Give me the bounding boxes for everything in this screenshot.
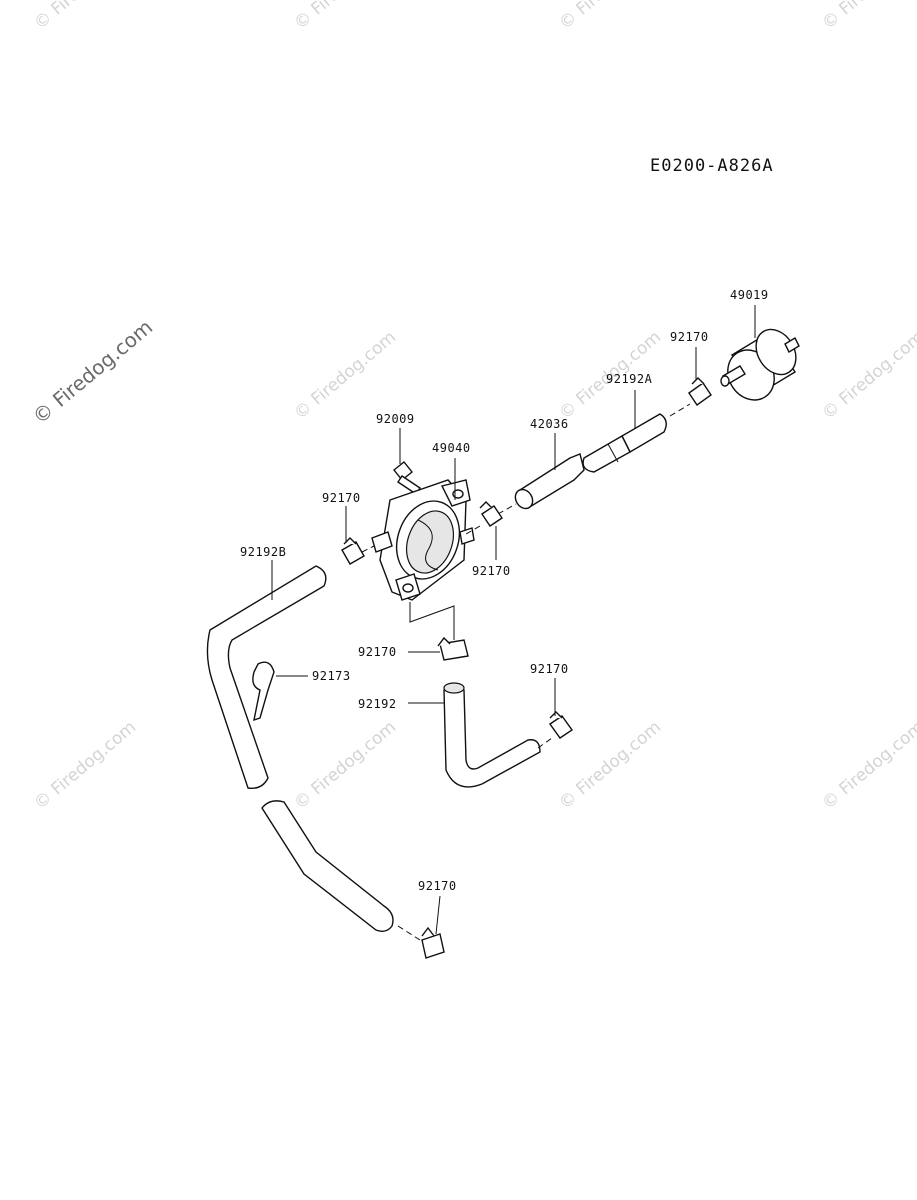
callout-92170-left: 92170 — [322, 491, 361, 505]
callout-92192: 92192 — [358, 697, 397, 711]
callout-49040: 49040 — [432, 441, 471, 455]
fuel-hose-92192 — [443, 682, 541, 788]
hose-clamp-l-hose — [549, 711, 573, 739]
callout-92170-right: 92170 — [472, 564, 511, 578]
hose-clamp-middle — [437, 636, 469, 661]
hose-clamp-pump-right — [479, 501, 503, 527]
svg-text:© Firedog.com: © Firedog.com — [555, 717, 665, 814]
callout-49019: 49019 — [730, 288, 769, 302]
callout-92192A: 92192A — [606, 372, 653, 386]
fuel-pipe-42036 — [514, 453, 585, 510]
callout-92009: 92009 — [376, 412, 415, 426]
svg-text:© Firedog.com: © Firedog.com — [818, 0, 917, 34]
hose-clamp-bottom — [421, 926, 445, 959]
svg-text:© Firedog.com: © Firedog.com — [30, 0, 140, 34]
svg-text:© Firedog.com: © Firedog.com — [290, 0, 400, 34]
svg-text:© Firedog.com: © Firedog.com — [818, 327, 917, 424]
hose-clamp-filter — [688, 377, 712, 406]
callout-92170-filter: 92170 — [670, 330, 709, 344]
callout-42036: 42036 — [530, 417, 569, 431]
callout-92173: 92173 — [312, 669, 351, 683]
callout-92192B: 92192B — [240, 545, 286, 559]
watermark-layer: © Firedog.com © Firedog.com © Firedog.co… — [28, 0, 917, 814]
firedog-watermark: © Firedog.com — [28, 315, 157, 429]
fuel-hose-92192A — [582, 413, 667, 473]
svg-text:© Firedog.com: © Firedog.com — [290, 717, 400, 814]
svg-text:© Firedog.com: © Firedog.com — [290, 327, 400, 424]
diagram-code: E0200-A826A — [650, 156, 774, 176]
clip-92173 — [252, 661, 275, 722]
callout-92170-hose: 92170 — [530, 662, 569, 676]
fuel-pump-49040 — [371, 479, 475, 601]
svg-text:© Firedog.com: © Firedog.com — [555, 0, 665, 34]
hose-clamp-pump-left — [341, 537, 365, 565]
fuel-filter — [720, 328, 800, 401]
callout-92170-middle: 92170 — [358, 645, 397, 659]
svg-text:© Firedog.com: © Firedog.com — [30, 717, 140, 814]
fuel-hose-92192B — [206, 565, 394, 933]
bolt-92009 — [393, 461, 421, 495]
callout-92170-bottom: 92170 — [418, 879, 457, 893]
svg-text:© Firedog.com: © Firedog.com — [818, 717, 917, 814]
